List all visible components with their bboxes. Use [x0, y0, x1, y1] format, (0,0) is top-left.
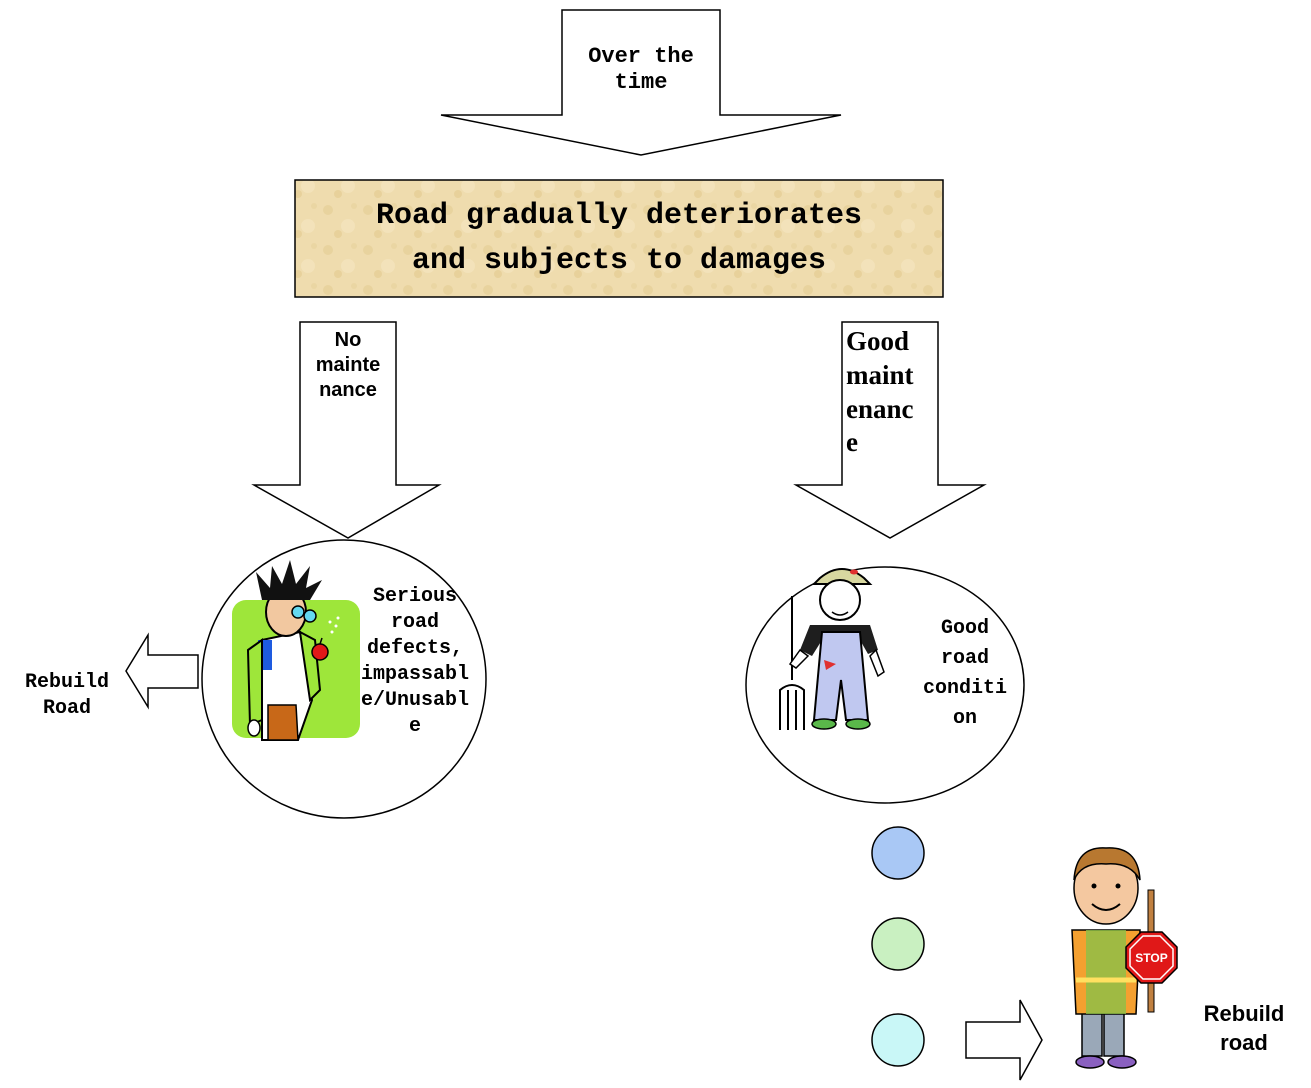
good-outcome-line-3: conditi: [922, 677, 1007, 700]
no-maintenance-arrow: [251, 321, 442, 539]
right-rebuild-line-2: road: [1220, 1029, 1268, 1055]
frustrated-person-clipart: [232, 560, 360, 741]
right-rebuild-line-1: Rebuild: [1203, 1001, 1285, 1026]
bad-outcome-line-3: defects,: [366, 637, 463, 660]
good-maintenance-line-4: e: [846, 427, 858, 458]
good-outcome-line-2: road: [940, 647, 989, 670]
rebuild-left-arrow: [125, 632, 199, 710]
good-maintenance-line-2: maint: [846, 359, 914, 390]
good-maintenance-label: Good maint enanc e: [846, 325, 938, 460]
good-maintenance-line-3: enanc: [846, 393, 914, 424]
no-maintenance-line-2: mainte: [315, 354, 381, 376]
time-arrow-label: Over the time: [562, 44, 720, 97]
good-outcome-line-4: on: [952, 707, 977, 730]
good-maintenance-arrow: [793, 321, 987, 539]
good-maintenance-line-1: Good: [846, 326, 910, 356]
right-rebuild-label: Rebuild road: [1188, 1000, 1300, 1057]
bad-outcome-line-4: impassabl: [360, 663, 470, 686]
deterioration-line-1: Road gradually deteriorates: [375, 199, 863, 233]
deterioration-box-label: Road gradually deteriorates and subjects…: [295, 194, 943, 284]
bad-outcome-text: Serious road defects, impassabl e/Unusab…: [340, 584, 490, 740]
stop-sign-kid-clipart: STOP: [1071, 847, 1178, 1069]
bad-outcome-line-6: e: [408, 715, 421, 738]
good-outcome-line-1: Good: [940, 617, 989, 640]
bad-outcome-line-2: road: [390, 611, 439, 634]
left-rebuild-line-1: Rebuild: [24, 671, 109, 694]
no-maintenance-label: No mainte nance: [300, 328, 396, 403]
deterioration-box: [294, 179, 944, 298]
no-maintenance-line-3: nance: [319, 379, 377, 401]
no-maintenance-line-1: No: [334, 329, 362, 351]
bad-outcome-line-1: Serious: [372, 585, 457, 608]
progress-dot-3: [871, 1013, 925, 1067]
left-rebuild-line-2: Road: [42, 697, 91, 720]
deterioration-line-2: and subjects to damages: [411, 244, 827, 278]
good-outcome-text: Good road conditi on: [900, 614, 1030, 734]
rebuild-right-arrow: [965, 999, 1043, 1081]
progress-dot-2: [871, 917, 925, 971]
progress-dot-1: [871, 826, 925, 880]
bad-outcome-line-5: e/Unusabl: [360, 689, 470, 712]
time-arrow-text: Over the time: [588, 44, 694, 96]
farmer-clipart: [779, 568, 885, 730]
svg-text:STOP: STOP: [1135, 951, 1167, 965]
left-rebuild-label: Rebuild Road: [0, 670, 134, 722]
time-arrow: [440, 9, 842, 156]
